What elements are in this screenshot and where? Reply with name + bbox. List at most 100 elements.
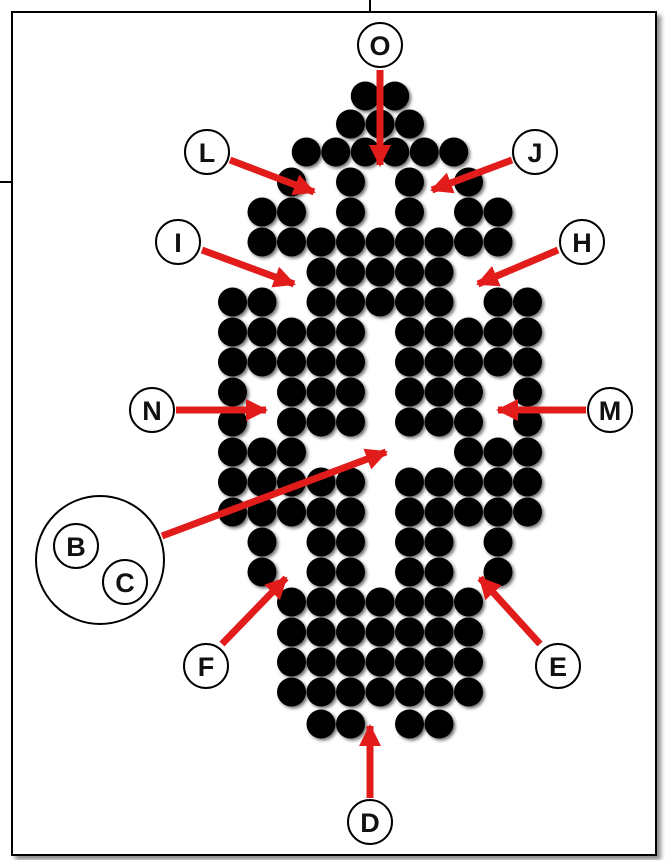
dot: [277, 407, 306, 437]
dot: [454, 407, 483, 437]
svg-text:D: D: [360, 808, 380, 838]
dot: [439, 137, 469, 167]
dot: [306, 347, 336, 377]
dot: [336, 677, 365, 707]
dot: [336, 257, 365, 287]
dot: [306, 377, 336, 407]
dot: [395, 497, 424, 527]
dot: [365, 257, 395, 287]
dot: [218, 287, 247, 317]
arrows: [160, 70, 586, 798]
dot: [395, 467, 424, 497]
labels: O L J I H N M B: [35, 22, 633, 845]
dot: [395, 527, 424, 557]
svg-text:B: B: [66, 532, 86, 562]
dot: [395, 647, 424, 677]
dot: [336, 617, 365, 647]
dot: [306, 709, 336, 739]
svg-text:F: F: [198, 652, 215, 682]
dot: [336, 109, 365, 139]
label-f: F: [183, 643, 229, 689]
dot: [395, 109, 424, 139]
dot: [483, 347, 513, 377]
dot: [395, 347, 424, 377]
dot: [218, 467, 247, 497]
dot: [277, 197, 306, 227]
dot: [395, 197, 424, 227]
dot: [454, 197, 483, 227]
dot: [306, 407, 336, 437]
dot: [395, 709, 424, 739]
dot: [424, 677, 454, 707]
arrow-f: [219, 575, 289, 647]
dot: [247, 557, 277, 587]
label-e: E: [535, 643, 581, 689]
dot: [306, 527, 336, 557]
dot: [365, 587, 395, 617]
dot: [395, 557, 424, 587]
dot: [336, 557, 365, 587]
dot: [513, 437, 542, 467]
dot: [424, 227, 454, 257]
dot: [306, 317, 336, 347]
arrow-e: [477, 575, 543, 647]
dot: [306, 677, 336, 707]
label-o: O: [357, 22, 403, 68]
dot: [336, 317, 365, 347]
dot: [454, 437, 483, 467]
dot: [395, 587, 424, 617]
dot: [395, 227, 424, 257]
dot: [424, 287, 454, 317]
dot: [365, 677, 395, 707]
dot: [306, 497, 336, 527]
dot: [218, 407, 247, 437]
svg-text:L: L: [199, 138, 216, 168]
dot: [336, 377, 365, 407]
svg-text:M: M: [599, 396, 622, 426]
dot: [306, 287, 336, 317]
dot: [277, 347, 306, 377]
dot: [247, 437, 277, 467]
dot: [513, 317, 542, 347]
dot: [306, 647, 336, 677]
arrow-h: [476, 246, 560, 288]
dot: [277, 647, 306, 677]
dot: [336, 227, 365, 257]
dot: [336, 709, 365, 739]
dot: [483, 197, 513, 227]
dot: [483, 437, 513, 467]
svg-text:O: O: [369, 31, 390, 61]
dot: [380, 137, 410, 167]
dot: [395, 377, 424, 407]
svg-text:J: J: [527, 138, 542, 168]
dot: [395, 407, 424, 437]
dot: [424, 467, 454, 497]
dot: [247, 227, 277, 257]
dot: [454, 497, 483, 527]
dot: [424, 407, 454, 437]
dot: [336, 587, 365, 617]
dot: [336, 527, 365, 557]
dot: [336, 647, 365, 677]
dot: [306, 587, 336, 617]
dot: [306, 227, 336, 257]
dot: [277, 437, 306, 467]
dot: [424, 377, 454, 407]
dot: [306, 557, 336, 587]
dot: [454, 347, 483, 377]
dot: [513, 287, 542, 317]
dot: [395, 287, 424, 317]
dot: [454, 377, 483, 407]
dot: [218, 377, 247, 407]
label-b: B: [53, 523, 99, 569]
dot: [306, 257, 336, 287]
dot: [247, 467, 277, 497]
dot: [424, 617, 454, 647]
dot: [247, 287, 277, 317]
dot: [365, 287, 395, 317]
svg-text:C: C: [115, 568, 135, 598]
dot: [247, 317, 277, 347]
dot: [424, 317, 454, 347]
dot: [336, 497, 365, 527]
dot: [454, 227, 483, 257]
